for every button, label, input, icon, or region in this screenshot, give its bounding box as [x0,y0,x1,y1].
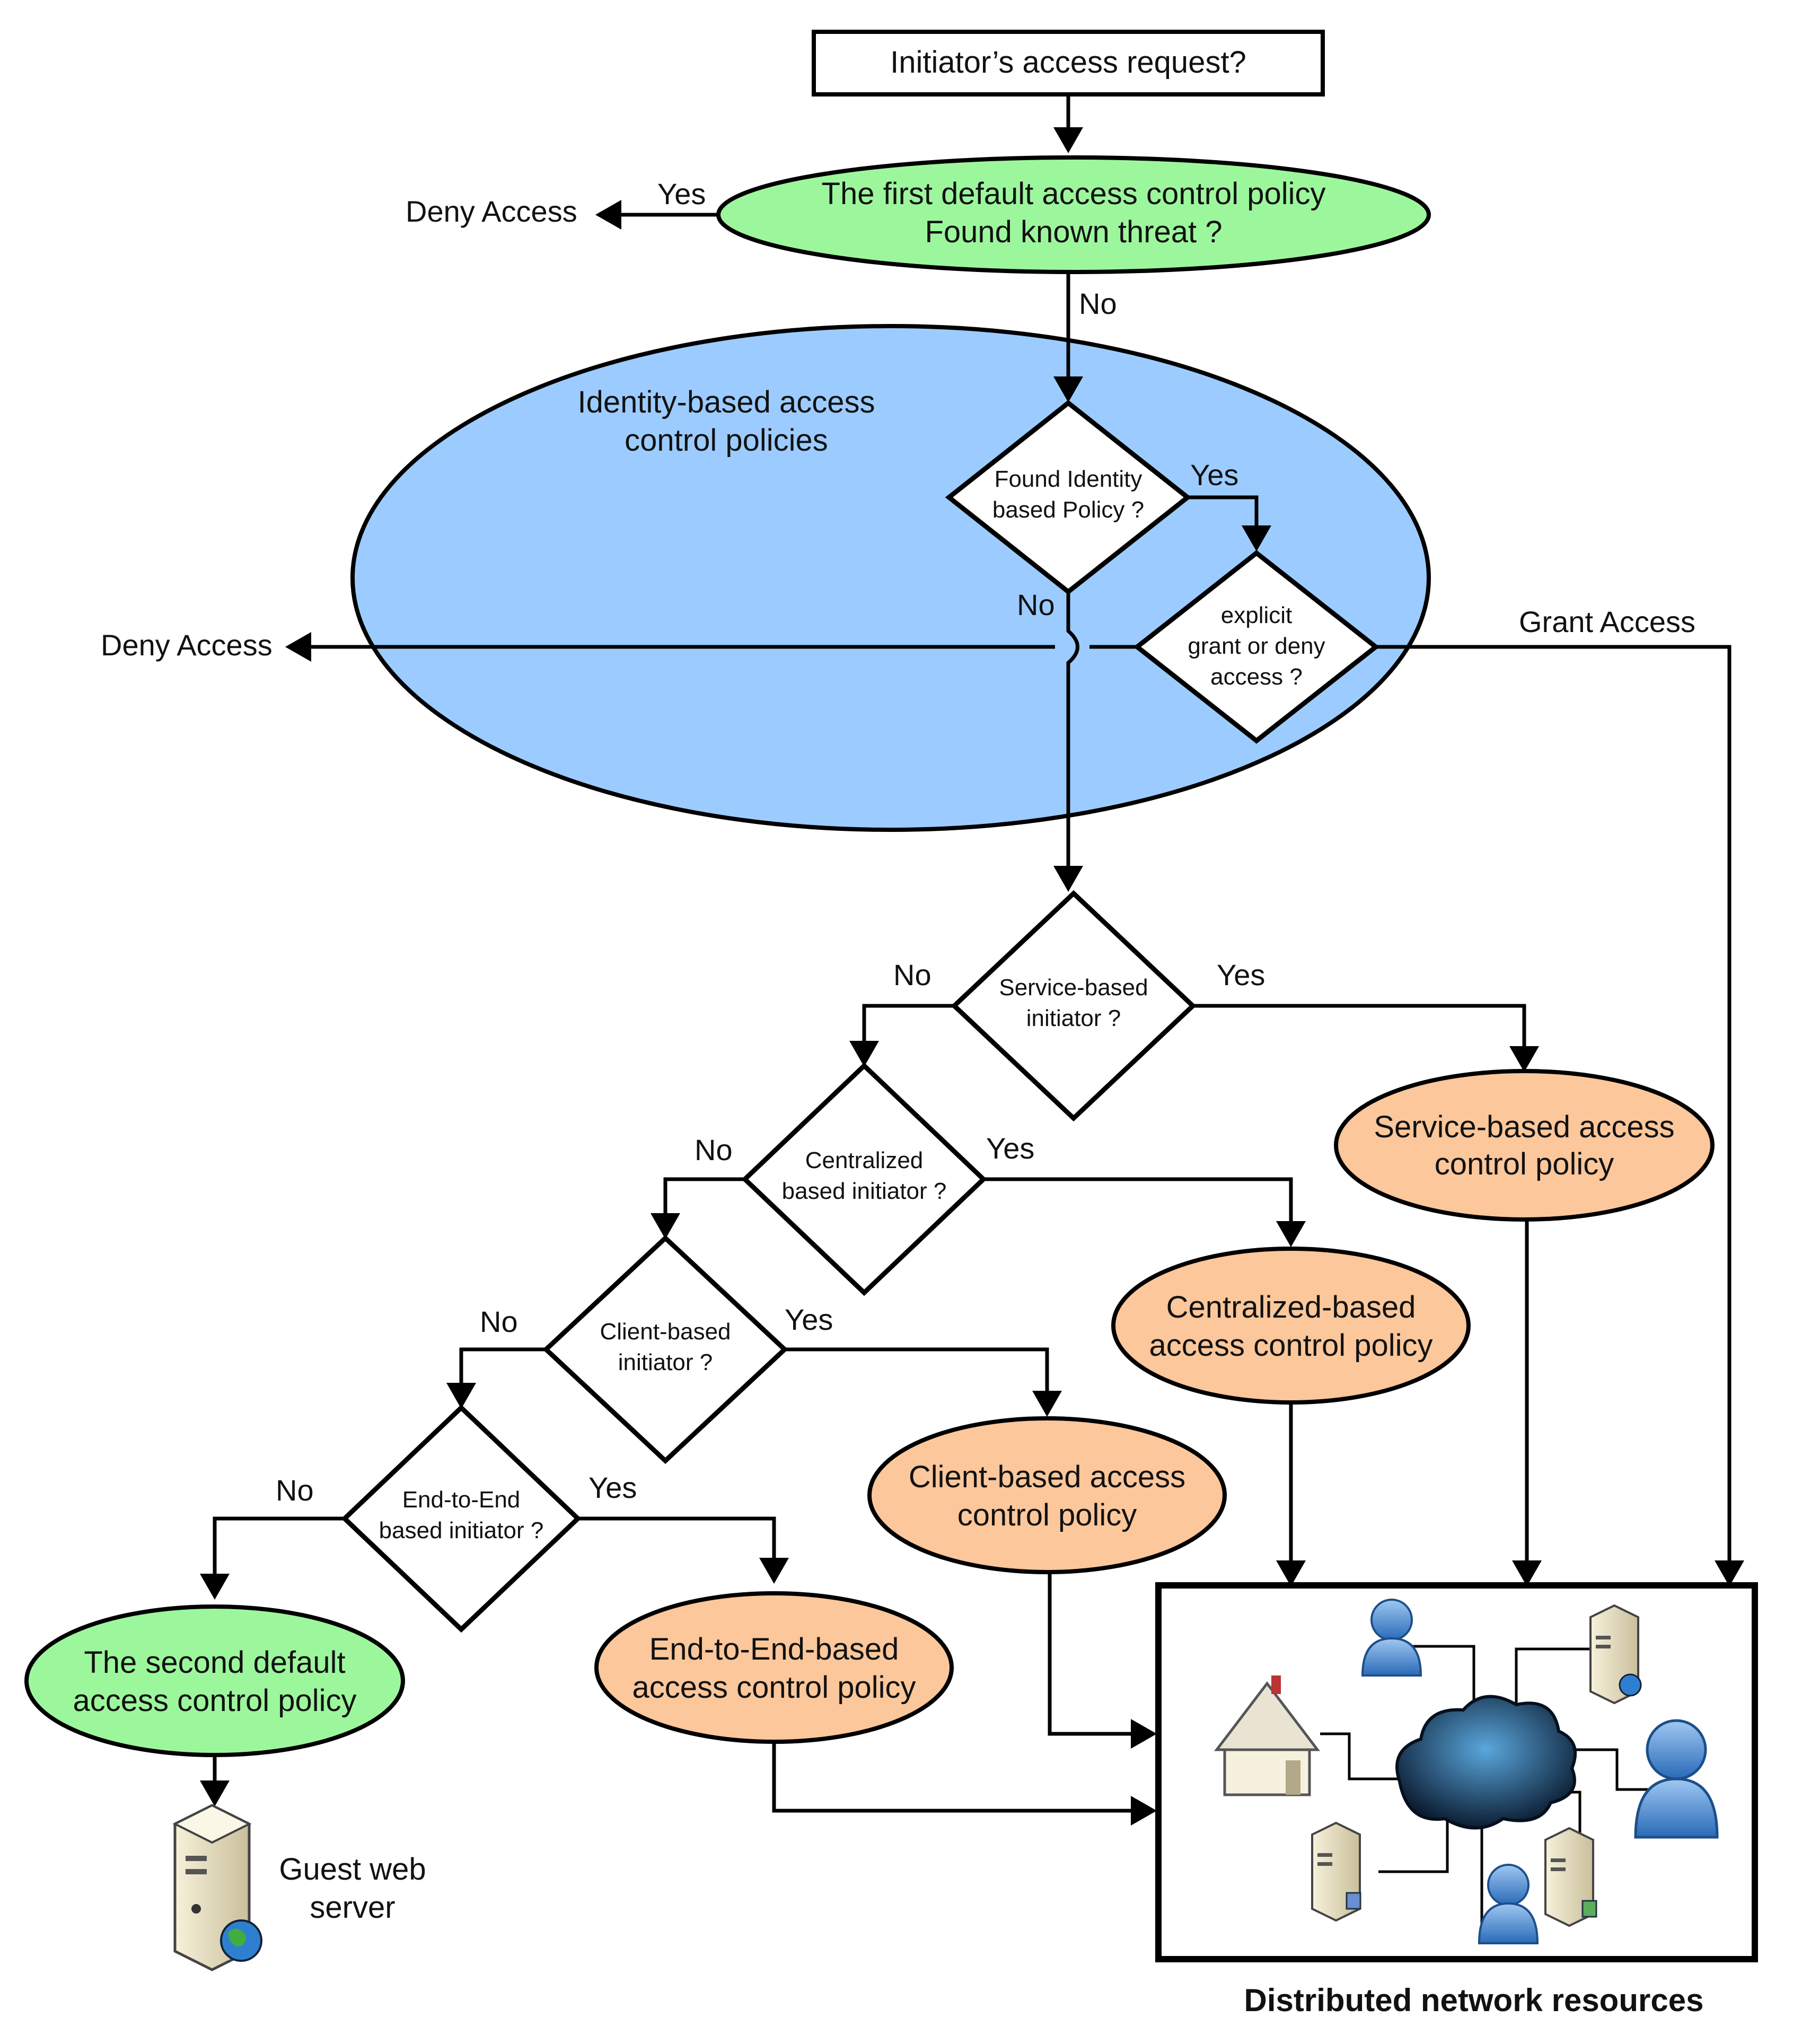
edge-e2e-yes [578,1516,789,1584]
house-icon [1214,1675,1321,1796]
initiator-request-label: Initiator’s access request? [890,45,1246,80]
client-dec-label-line2: initiator ? [618,1349,713,1375]
guest-server-label-line2: server [310,1890,395,1925]
edge-label-yes-identity: Yes [1190,458,1238,492]
service-policy-label-line1: Service-based access [1374,1110,1674,1144]
edge-label-no-identity: No [1017,588,1055,621]
edge-label-yes-client: Yes [785,1303,833,1336]
edge-label-yes-central: Yes [986,1131,1034,1165]
explicit-label-line2: grant or deny [1188,633,1325,659]
deny-access-left-label: Deny Access [101,628,273,662]
end-to-end-policy-node [594,1591,954,1744]
edge-label-yes-service: Yes [1217,958,1265,992]
edge-client-policy-to-network [1048,1572,1157,1749]
central-dec-label-line2: based initiator ? [782,1178,947,1204]
edge-client-no [446,1347,546,1409]
edge-label-yes-first: Yes [657,177,706,210]
cloud-icon [1395,1695,1577,1830]
edge-identity-to-service [1053,592,1083,892]
edge-e2e-policy-to-network [772,1742,1157,1826]
server-icon [1544,1827,1597,1927]
client-policy-label-line2: control policy [957,1498,1137,1532]
client-policy-label-line1: Client-based access [909,1460,1185,1494]
client-dec-label-line1: Client-based [600,1319,731,1345]
edge-label-no-first: No [1079,287,1117,320]
first-policy-label-line2: Found known threat ? [925,215,1222,249]
globe-icon [220,1919,262,1962]
identity-group-label-line2: control policies [625,423,828,458]
service-dec-label-line1: Service-based [999,975,1148,1001]
end-to-end-decision [341,1404,582,1633]
service-based-policy-node [1334,1069,1715,1222]
grant-access-label: Grant Access [1519,605,1695,638]
edge-central-yes [983,1177,1306,1247]
user-icon [1478,1864,1539,1944]
server-icon [1311,1821,1361,1922]
deny-access-top-label: Deny Access [406,195,577,228]
e2e-policy-label-line1: End-to-End-based [649,1632,899,1666]
e2e-dec-label-line2: based initiator ? [379,1517,544,1543]
central-policy-label-line2: access control policy [1149,1328,1432,1363]
edge-identity-to-explicit [1188,495,1271,551]
edge-explicit-grant [1376,645,1744,1586]
e2e-dec-label-line1: End-to-End [402,1487,521,1513]
explicit-label-line1: explicit [1221,602,1293,628]
e2e-policy-label-line2: access control policy [632,1670,916,1705]
edge-label-no-service: No [893,958,931,992]
found-identity-label-line2: based Policy ? [992,497,1144,523]
client-based-decision [542,1234,788,1464]
server-icon [1589,1604,1642,1705]
edge-label-no-e2e: No [276,1473,314,1507]
service-dec-label-line2: initiator ? [1026,1005,1121,1031]
initiator-request-box [812,30,1325,97]
edge-central-no [651,1177,745,1239]
edge-service-yes [1193,1004,1539,1072]
first-policy-label-line1: The first default access control policy [822,177,1326,211]
central-dec-label-line1: Centralized [805,1147,924,1173]
client-based-policy-node [867,1416,1227,1574]
edge-e2e-no [200,1516,345,1600]
edge-label-no-central: No [695,1133,733,1166]
explicit-label-line3: access ? [1210,664,1303,690]
edge-client-yes [785,1347,1062,1417]
centralized-based-decision [741,1062,987,1296]
explicit-grant-deny-decision [1133,550,1380,744]
guest-server-label-line1: Guest web [279,1852,426,1887]
edge-service-no [849,1004,954,1067]
identity-group-label-line1: Identity-based access [578,385,875,419]
service-policy-label-line2: control policy [1435,1147,1614,1181]
edge-label-yes-e2e: Yes [588,1471,637,1504]
edge-label-no-client: No [480,1305,518,1338]
central-policy-label-line1: Centralized-based [1166,1290,1416,1324]
user-icon [1634,1719,1719,1839]
network-title: Distributed network resources [1244,1982,1704,2018]
second-default-policy-node [24,1604,405,1757]
identity-policies-region [350,324,1431,832]
found-identity-label-line1: Found Identity [995,466,1142,492]
service-based-decision [951,890,1197,1122]
user-icon [1361,1599,1422,1677]
second-policy-label-line1: The second default [84,1645,345,1680]
second-policy-label-line2: access control policy [73,1683,356,1718]
centralized-based-policy-node [1111,1247,1471,1405]
